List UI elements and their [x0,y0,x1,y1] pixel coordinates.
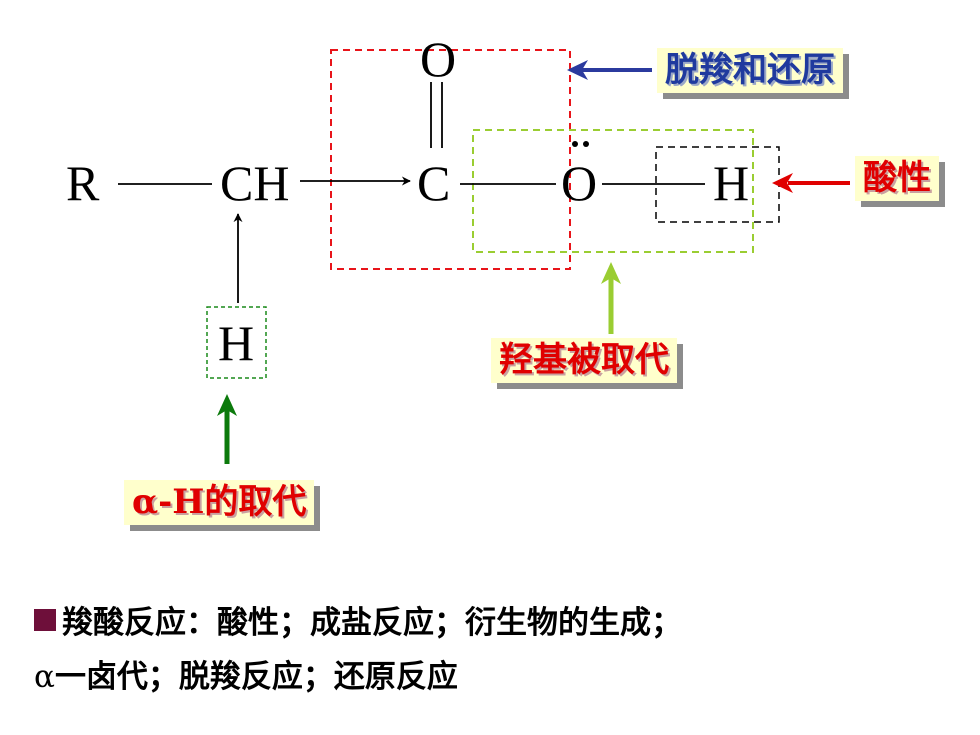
summary-alpha-symbol: α [34,659,55,695]
hydroxyl-box [472,129,754,253]
tag-hydroxyl-substitution: 羟基被取代 [491,338,677,383]
summary-line-2-text: 一卤代；脱羧反应；还原反应 [54,659,458,695]
atom-ch: CH [220,155,289,211]
atom-o-carbonyl: O [420,31,456,87]
carbonyl-box [330,49,571,270]
green-arrow [217,394,237,464]
tag-decarboxylation-reduction: 脱羧和还原 [657,48,843,93]
alpha-h-suffix: 的取代 [204,482,307,522]
summary-line-1-text: 羧酸反应：酸性；成盐反应；衍生物的生成； [62,605,682,641]
square-bullet-icon [34,609,56,631]
tag-alpha-h-substitution: α-H的取代 [124,480,315,525]
atom-h-alpha: H [218,315,254,371]
lone-pair-dot-1 [572,141,578,147]
tag-acidity: 酸性 [855,156,939,201]
atom-h-hydroxyl: H [713,155,749,211]
alpha-h-box [206,306,267,379]
lone-pair-dot-2 [583,141,589,147]
alpha-symbol: α [132,482,159,522]
summary-line-2: α一卤代；脱羧反应；还原反应 [34,650,969,704]
blue-arrow [567,60,652,80]
summary-line-1: 羧酸反应：酸性；成盐反应；衍生物的生成； [34,596,969,650]
lime-arrow [601,262,621,334]
atom-o-hydroxyl: O [561,155,597,211]
atom-r: R [66,155,100,211]
atom-c: C [417,155,450,211]
red-arrow [772,173,850,193]
alpha-h-text: -H [158,482,205,522]
tag-hydroxyl-substitution-label: 羟基被取代 [499,340,669,380]
tag-acidity-label: 酸性 [863,158,931,198]
tag-decarboxylation-reduction-label: 脱羧和还原 [665,50,835,90]
reaction-summary: 羧酸反应：酸性；成盐反应；衍生物的生成； α一卤代；脱羧反应；还原反应 [34,596,969,704]
